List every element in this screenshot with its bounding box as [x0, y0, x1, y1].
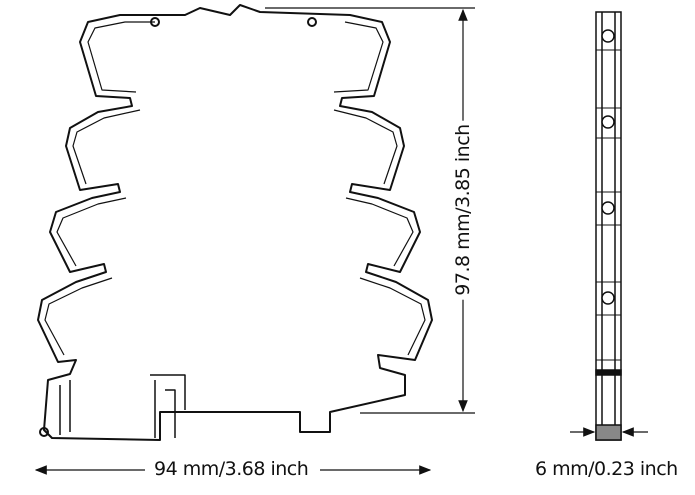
side-view: [595, 11, 622, 441]
dimension-lines: [34, 7, 648, 475]
din-rail-foot: [59, 374, 186, 438]
latch-icon: [39, 427, 49, 437]
housing-outline: [37, 4, 433, 441]
screw-right-icon: [307, 17, 317, 27]
depth-dimension-label: 6 mm/0.23 inch: [535, 458, 678, 480]
width-dimension-label: 94 mm/3.68 inch: [150, 458, 313, 480]
front-view: [37, 4, 433, 441]
screw-left-icon: [150, 17, 160, 27]
inner-outline: [44, 21, 426, 356]
side-housing: [595, 11, 622, 441]
side-screws: [601, 29, 615, 305]
height-dimension-label: 97.8 mm/3.85 inch: [452, 120, 474, 300]
